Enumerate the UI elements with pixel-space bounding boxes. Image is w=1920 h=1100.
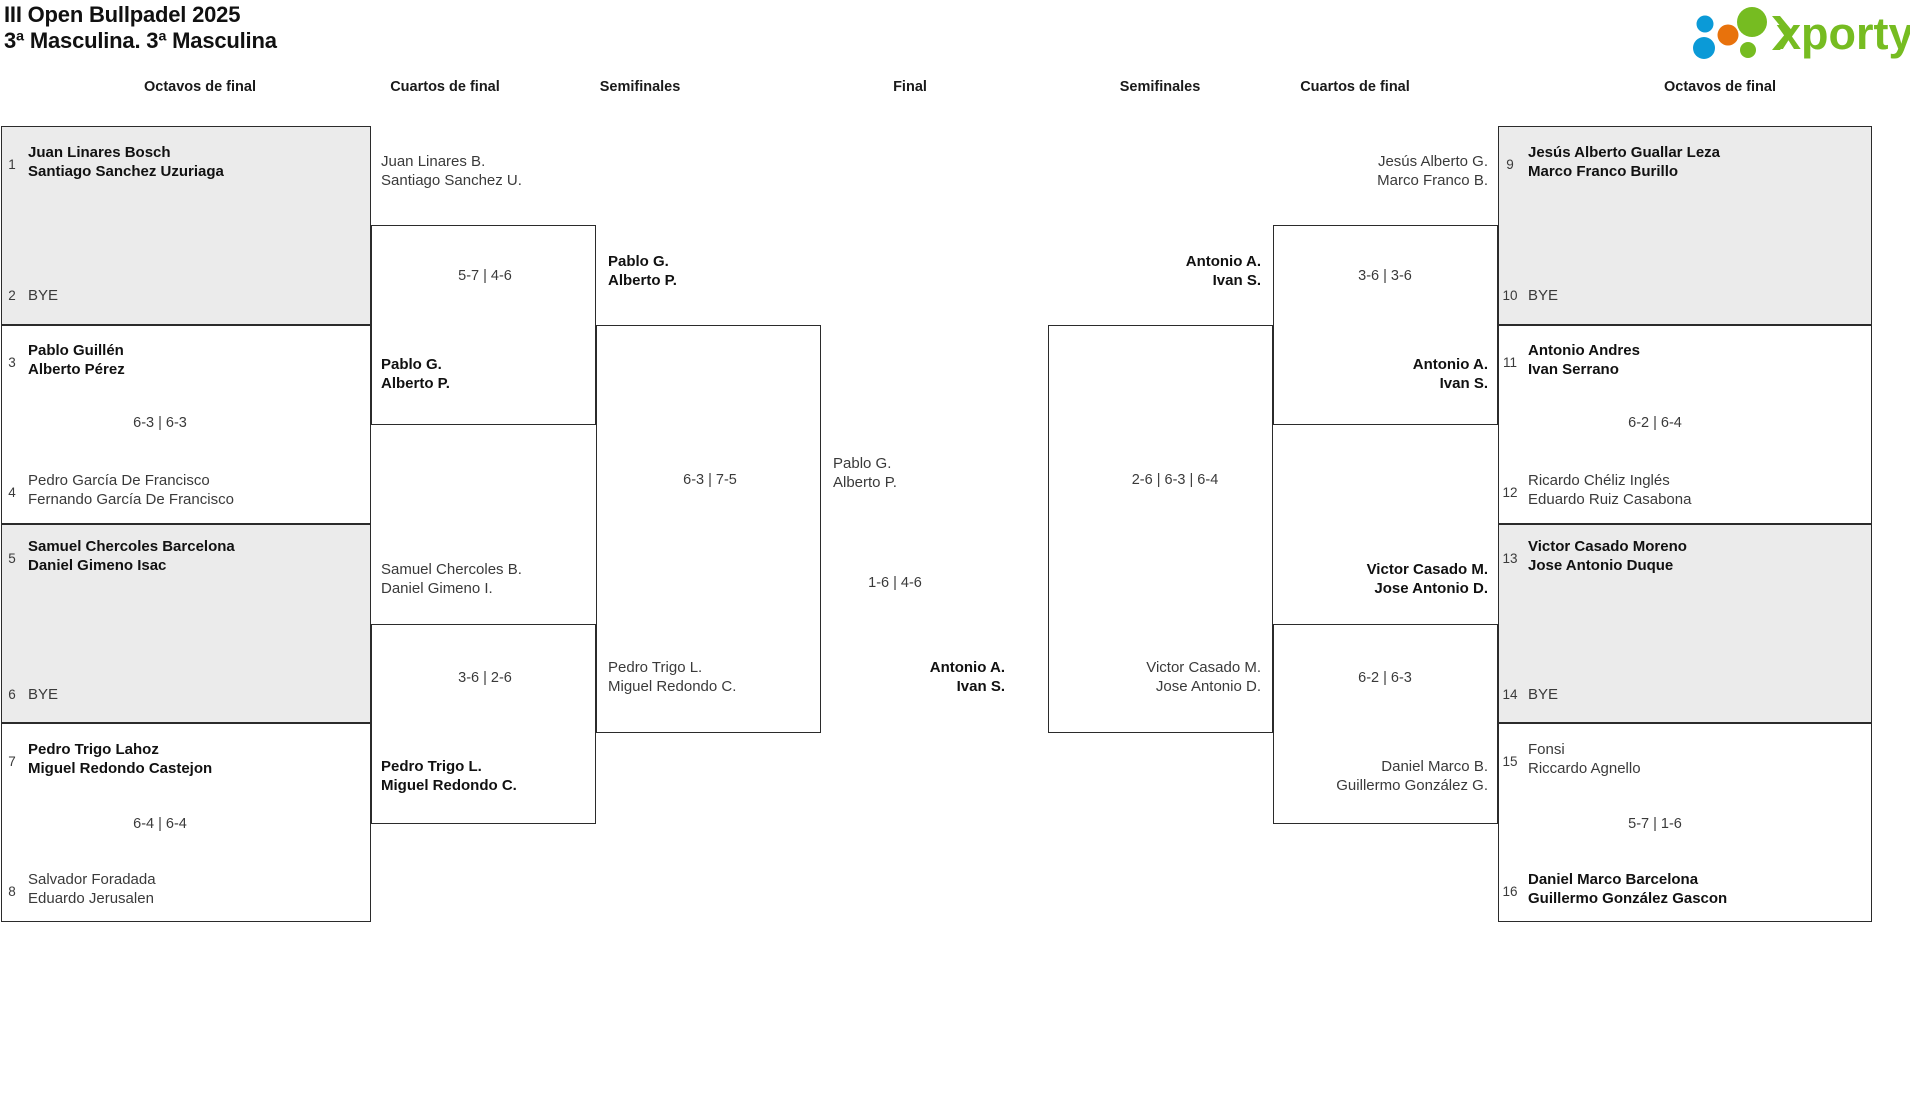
team-final-top: Pablo G. Alberto P. <box>833 455 897 491</box>
connector-r-qf-2 <box>1273 624 1498 824</box>
connector-l-sf <box>596 325 821 733</box>
team-left-qf-2-bottom: Pedro Trigo L. Miguel Redondo C. <box>381 758 517 794</box>
seed-number: 12 <box>1502 485 1518 500</box>
score-final: 1-6 | 4-6 <box>868 575 922 591</box>
score-left-r16-4: 6-4 | 6-4 <box>133 816 187 832</box>
bye-label: BYE <box>1528 686 1559 703</box>
team-left-qf-1-bottom: Pablo G. Alberto P. <box>381 356 450 392</box>
tournament-subtitle: 3ª Masculina. 3ª Masculina <box>4 28 277 53</box>
connector-l-qf-2 <box>371 624 596 824</box>
round-label-left-sf: Semifinales <box>599 79 681 95</box>
seed-number: 10 <box>1502 288 1518 303</box>
seed-number: 8 <box>8 884 16 899</box>
bye-label: BYE <box>28 686 59 703</box>
score-right-sf: 2-6 | 6-3 | 6-4 <box>1131 472 1219 488</box>
logo-dots <box>1693 7 1767 59</box>
team-left-sf-top: Pablo G. Alberto P. <box>608 253 677 289</box>
seed-number: 15 <box>1502 754 1518 769</box>
team-left-qf-2-top: Samuel Chercoles B. Daniel Gimeno I. <box>381 561 522 597</box>
match-box-l4[interactable] <box>1 723 371 922</box>
connector-r-qf-1 <box>1273 225 1498 425</box>
logo-wordmark: xporty <box>1776 8 1910 59</box>
seed-number: 7 <box>8 754 16 769</box>
team-right-qf-1-bottom: Antonio A. Ivan S. <box>1412 356 1488 392</box>
seed-number: 2 <box>8 288 16 303</box>
team-right-qf-2-bottom: Daniel Marco B. Guillermo González G. <box>1336 758 1488 794</box>
score-right-qf-1: 3-6 | 3-6 <box>1358 268 1412 284</box>
seed-number: 14 <box>1502 687 1518 702</box>
seed-number: 6 <box>8 687 16 702</box>
seed-number: 3 <box>8 355 16 370</box>
score-left-qf-1: 5-7 | 4-6 <box>458 268 512 284</box>
seed-number: 5 <box>8 551 16 566</box>
round-label-right-sf: Semifinales <box>1119 79 1201 95</box>
team-right-qf-1-top: Jesús Alberto G. Marco Franco B. <box>1377 153 1488 189</box>
team-right-r16-4-bottom: Daniel Marco Barcelona Guillermo Gonzále… <box>1528 871 1728 907</box>
title-block: III Open Bullpadel 2025 3ª Masculina. 3ª… <box>4 2 277 54</box>
score-right-qf-2: 6-2 | 6-3 <box>1358 670 1412 686</box>
team-left-r16-3-top: Samuel Chercoles Barcelona Daniel Gimeno… <box>28 538 235 574</box>
bye-label: BYE <box>1528 287 1559 304</box>
team-right-r16-4-top: Fonsi Riccardo Agnello <box>1528 741 1641 777</box>
connector-l-qf-1 <box>371 225 596 425</box>
score-right-r16-4: 5-7 | 1-6 <box>1628 816 1682 832</box>
seed-number: 13 <box>1502 551 1518 566</box>
match-box-l2[interactable] <box>1 325 371 524</box>
round-label-left-qf: Cuartos de final <box>390 79 500 95</box>
team-left-r16-4-top: Pedro Trigo Lahoz Miguel Redondo Castejo… <box>28 741 213 777</box>
seed-number: 9 <box>1506 157 1514 172</box>
connector-r-sf <box>1048 325 1273 733</box>
team-right-sf-top: Antonio A. Ivan S. <box>1185 253 1261 289</box>
team-right-r16-1-top: Jesús Alberto Guallar Leza Marco Franco … <box>1528 144 1721 180</box>
team-left-r16-2-bottom: Pedro García De Francisco Fernando Garcí… <box>28 472 234 508</box>
match-box-r1[interactable] <box>1498 126 1872 325</box>
score-left-sf: 6-3 | 7-5 <box>683 472 737 488</box>
logo-chevron <box>1772 16 1794 50</box>
match-box-r3[interactable] <box>1498 524 1872 723</box>
xporty-logo[interactable]: xporty <box>1690 6 1910 60</box>
match-box-l3[interactable] <box>1 524 371 723</box>
match-box-r2[interactable] <box>1498 325 1872 524</box>
team-final-bottom: Antonio A. Ivan S. <box>929 659 1005 695</box>
team-left-sf-bottom: Pedro Trigo L. Miguel Redondo C. <box>608 659 737 695</box>
round-label-left-r16: Octavos de final <box>143 79 256 95</box>
match-box-l1[interactable] <box>1 126 371 325</box>
team-left-r16-4-bottom: Salvador Foradada Eduardo Jerusalen <box>28 871 156 907</box>
team-left-qf-1-top: Juan Linares B. Santiago Sanchez U. <box>381 153 522 189</box>
team-right-r16-3-top: Victor Casado Moreno Jose Antonio Duque <box>1528 538 1687 574</box>
team-right-r16-2-bottom: Ricardo Chéliz Inglés Eduardo Ruiz Casab… <box>1528 472 1692 508</box>
seed-number: 4 <box>8 485 16 500</box>
seed-number: 11 <box>1502 355 1517 370</box>
score-right-r16-2: 6-2 | 6-4 <box>1628 415 1682 431</box>
team-right-r16-2-top: Antonio Andres Ivan Serrano <box>1528 342 1640 378</box>
team-right-qf-2-top: Victor Casado M. Jose Antonio D. <box>1366 561 1488 597</box>
round-label-right-r16: Octavos de final <box>1663 79 1776 95</box>
match-box-r4[interactable] <box>1498 723 1872 922</box>
team-right-sf-bottom: Victor Casado M. Jose Antonio D. <box>1146 659 1261 695</box>
team-left-r16-2-top: Pablo Guillén Alberto Pérez <box>28 342 125 378</box>
seed-number: 1 <box>8 157 16 172</box>
round-label-final: Final <box>893 79 927 95</box>
bye-label: BYE <box>28 287 59 304</box>
team-left-r16-1-top: Juan Linares Bosch Santiago Sanchez Uzur… <box>28 144 224 180</box>
page-header: III Open Bullpadel 2025 3ª Masculina. 3ª… <box>0 0 1920 72</box>
tournament-title: III Open Bullpadel 2025 <box>4 2 241 27</box>
round-label-right-qf: Cuartos de final <box>1300 79 1410 95</box>
seed-number: 16 <box>1502 884 1518 899</box>
score-left-r16-2: 6-3 | 6-3 <box>133 415 187 431</box>
score-left-qf-2: 3-6 | 2-6 <box>458 670 512 686</box>
